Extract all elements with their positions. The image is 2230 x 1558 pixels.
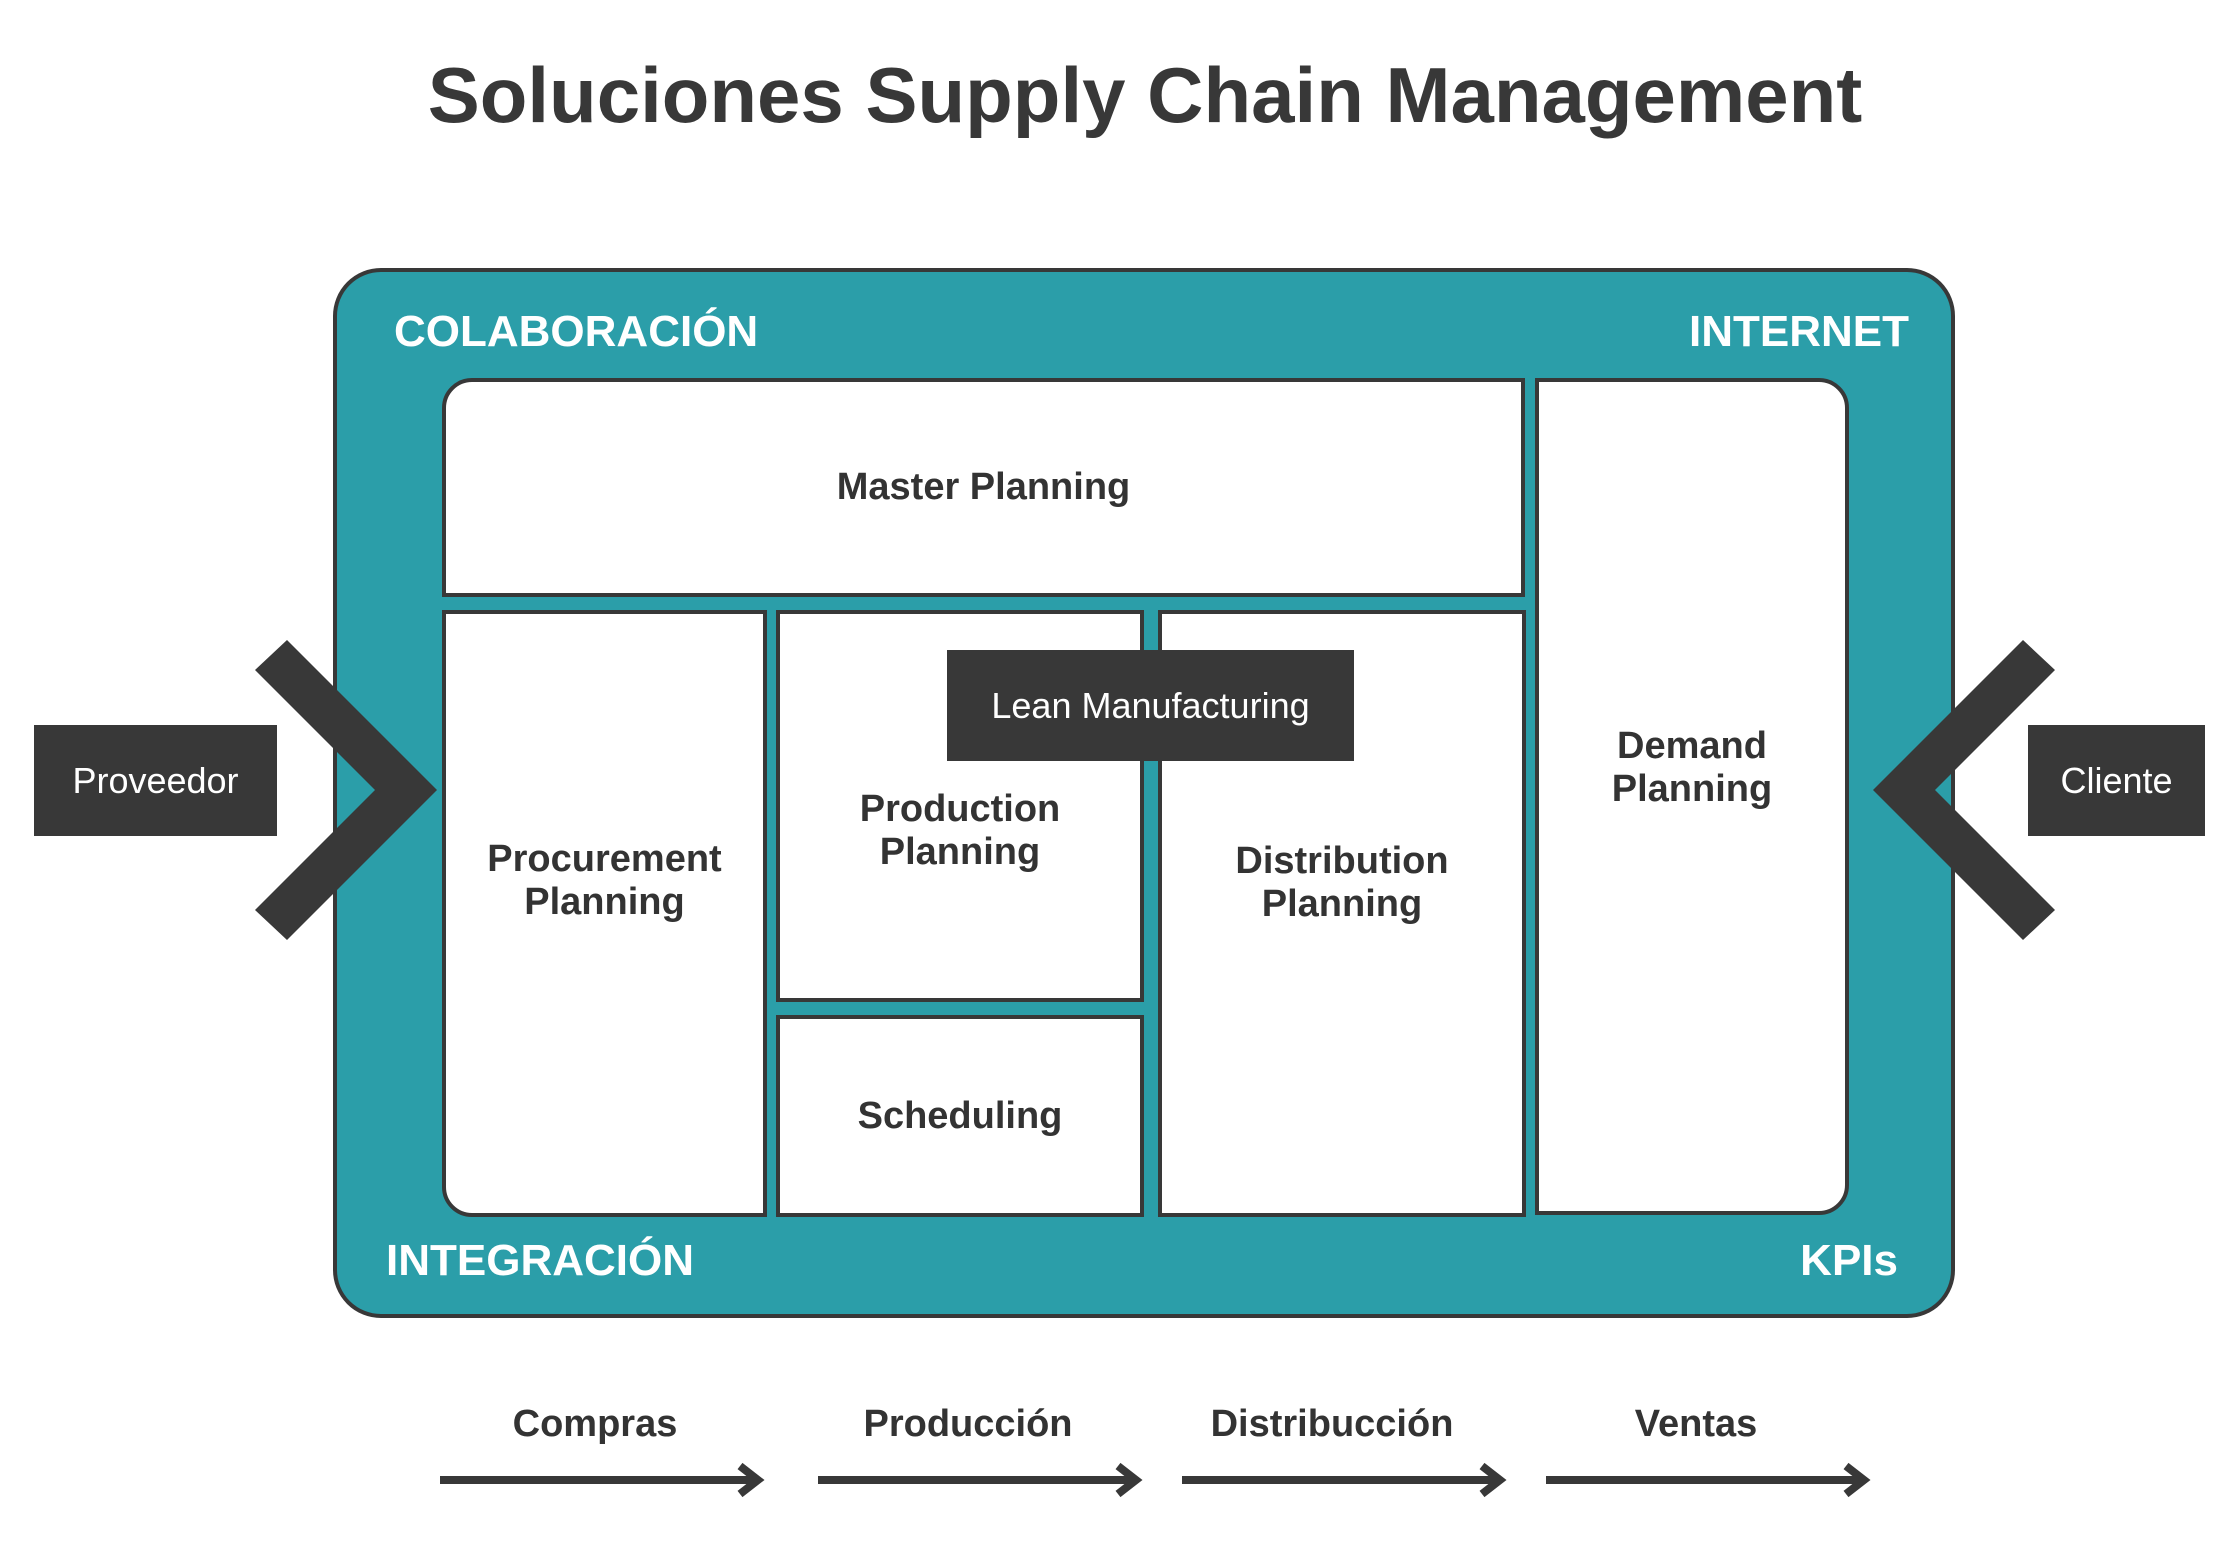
flow-label-ventas: Ventas [1634,1403,1758,1445]
flow-label-produccion: Producción [863,1403,1073,1445]
page-title: Soluciones Supply Chain Management [427,51,1863,139]
procurement-planning-box: Procurement Planning [442,610,767,1217]
corner-label-colaboracion: COLABORACIÓN [394,307,759,356]
flow-arrow-produccion-icon [818,1462,1143,1498]
corner-label-internet: INTERNET [1689,307,1909,356]
proveedor-label: Proveedor [34,725,277,836]
corner-label-integracion: INTEGRACIÓN [386,1236,694,1285]
master-planning-label: Master Planning [836,466,1131,508]
flow-arrow-distribuccion-icon [1182,1462,1507,1498]
cliente-label: Cliente [2028,725,2205,836]
master-planning-box: Master Planning [442,378,1525,597]
production-planning-label: Production Planning [859,788,1061,873]
demand-planning-label: Demand Planning [1611,724,1773,810]
demand-planning-box: Demand Planning [1535,378,1849,1215]
distribution-planning-label: Distribution Planning [1235,839,1449,925]
scheduling-label: Scheduling [857,1094,1063,1137]
left-chevron-icon [255,640,437,940]
scheduling-box: Scheduling [776,1015,1144,1217]
flow-label-compras: Compras [512,1403,678,1445]
corner-label-kpis: KPIs [1800,1236,1898,1285]
right-chevron-icon [1873,640,2055,940]
lean-manufacturing-label: Lean Manufacturing [947,650,1354,761]
flow-arrow-compras-icon [440,1462,765,1498]
flow-arrow-ventas-icon [1546,1462,1871,1498]
procurement-planning-label: Procurement Planning [487,837,722,923]
flow-label-distribuccion: Distribucción [1210,1403,1454,1445]
